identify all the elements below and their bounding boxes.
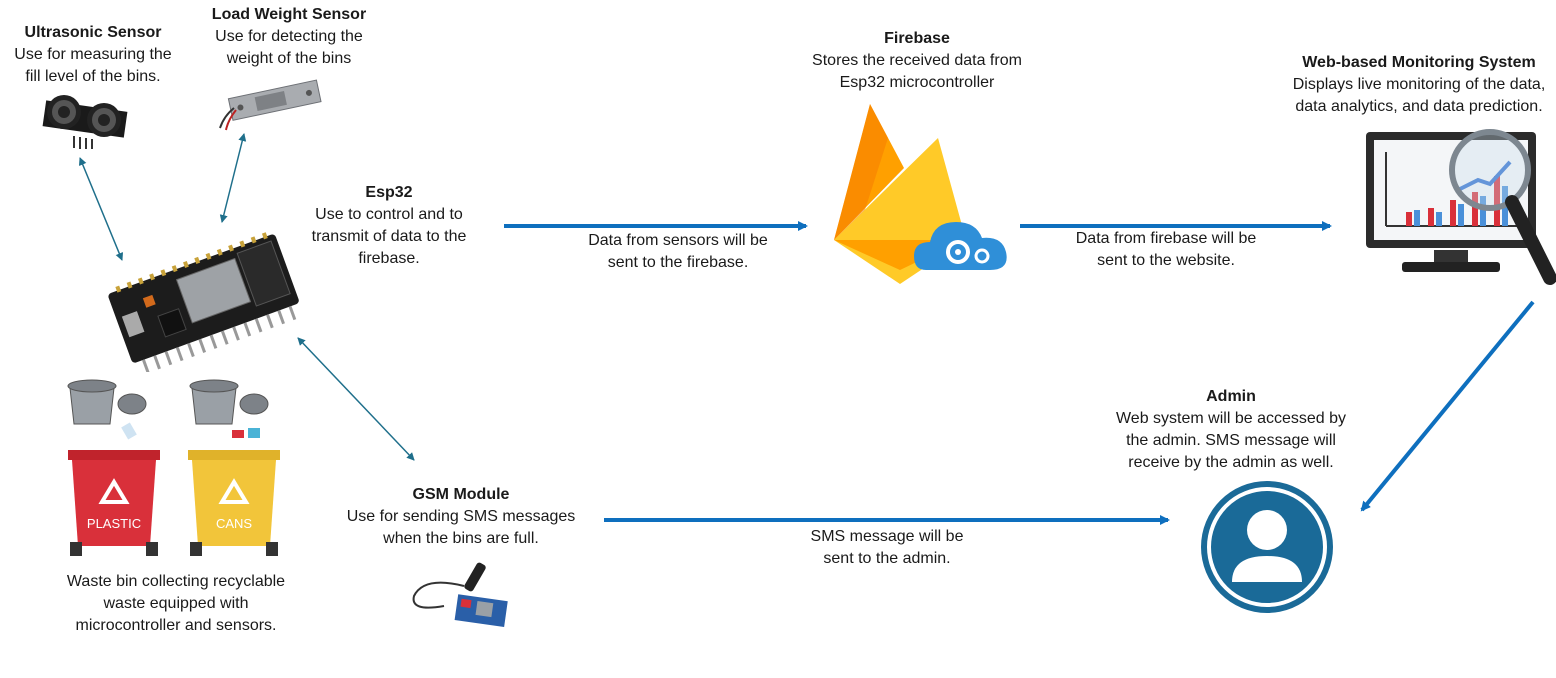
- waste-bins-illustration: PLASTIC CANS: [67, 379, 280, 556]
- load-weight-desc-line: weight of the bins: [226, 50, 352, 67]
- bins-desc-line: Waste bin collecting recyclable: [66, 573, 286, 590]
- arrow-web-to-admin: [1360, 300, 1535, 512]
- admin-desc-line: receive by the admin as well.: [1128, 454, 1334, 471]
- monitor-chart-icon: [1366, 129, 1556, 285]
- trash-can-icon: [189, 379, 269, 438]
- gsm-module-icon: [412, 562, 508, 627]
- ultrasonic-desc-line: fill level of the bins.: [25, 68, 161, 85]
- link-ultrasonic-esp32: [78, 157, 124, 261]
- bins-desc-line: waste equipped with: [103, 595, 249, 612]
- ultrasonic-title: Ultrasonic Sensor: [24, 24, 162, 41]
- esp32-desc-line: transmit of data to the: [311, 228, 467, 245]
- web-monitoring-node: Web-based Monitoring System Displays liv…: [1272, 52, 1556, 118]
- web-title: Web-based Monitoring System: [1302, 54, 1536, 71]
- plastic-label: PLASTIC: [87, 516, 141, 531]
- firebase-title: Firebase: [884, 30, 950, 47]
- recycle-icon: [98, 478, 130, 504]
- link-esp32-gsm: [297, 337, 415, 461]
- web-desc-line: data analytics, and data prediction.: [1295, 98, 1543, 115]
- edge-label-line: SMS message will be: [810, 528, 964, 545]
- esp32-desc-line: Use to control and to: [315, 206, 463, 223]
- admin-node: Admin Web system will be accessed by the…: [1096, 386, 1366, 474]
- admin-desc-line: the admin. SMS message will: [1126, 432, 1336, 449]
- cloud-gear-icon: [914, 222, 1007, 270]
- esp32-title: Esp32: [365, 184, 413, 201]
- cans-bin: CANS: [188, 450, 280, 556]
- edge-label-gsm-admin: SMS message will be sent to the admin.: [780, 526, 994, 570]
- esp32-node: Esp32 Use to control and to transmit of …: [286, 182, 492, 270]
- ultrasonic-sensor-node: Ultrasonic Sensor Use for measuring the …: [0, 22, 186, 88]
- firebase-desc-line: Stores the received data from: [812, 52, 1022, 69]
- firebase-desc-line: Esp32 microcontroller: [839, 74, 995, 91]
- admin-user-icon: [1201, 481, 1333, 613]
- ultrasonic-desc-line: Use for measuring the: [14, 46, 172, 63]
- trash-can-icon: [67, 379, 147, 440]
- load-weight-sensor-node: Load Weight Sensor Use for detecting the…: [196, 4, 382, 70]
- waste-bin-node: Waste bin collecting recyclable waste eq…: [40, 571, 312, 637]
- edge-label-line: Data from firebase will be: [1075, 230, 1257, 247]
- edge-label-firebase-web: Data from firebase will be sent to the w…: [1046, 228, 1286, 272]
- gsm-desc-line: when the bins are full.: [383, 530, 539, 547]
- load-weight-desc-line: Use for detecting the: [215, 28, 363, 45]
- edge-label-line: sent to the website.: [1097, 252, 1235, 269]
- load-weight-title: Load Weight Sensor: [211, 6, 367, 23]
- esp32-desc-line: firebase.: [358, 250, 420, 267]
- edge-label-line: Data from sensors will be: [588, 232, 768, 249]
- esp32-board-icon: [108, 232, 299, 372]
- edge-label-line: sent to the admin.: [823, 550, 951, 567]
- load-cell-icon: [219, 79, 322, 131]
- bins-desc-line: microcontroller and sensors.: [75, 617, 277, 634]
- ultrasonic-sensor-icon: [42, 95, 128, 149]
- edge-label-line: sent to the firebase.: [607, 254, 749, 271]
- link-loadcell-esp32: [219, 133, 247, 223]
- magnifier-icon: [1449, 129, 1556, 285]
- recycle-icon: [218, 478, 250, 504]
- gsm-desc-line: Use for sending SMS messages: [346, 508, 576, 525]
- cans-label: CANS: [216, 516, 252, 531]
- firebase-icon: [834, 104, 1007, 284]
- gsm-module-node: GSM Module Use for sending SMS messages …: [336, 484, 586, 550]
- gsm-title: GSM Module: [412, 486, 510, 503]
- firebase-node: Firebase Stores the received data from E…: [786, 28, 1048, 94]
- admin-desc-line: Web system will be accessed by: [1115, 410, 1346, 427]
- admin-title: Admin: [1206, 388, 1256, 405]
- edge-label-esp32-firebase: Data from sensors will be sent to the fi…: [560, 230, 796, 274]
- web-desc-line: Displays live monitoring of the data,: [1292, 76, 1546, 93]
- plastic-bin: PLASTIC: [68, 450, 160, 556]
